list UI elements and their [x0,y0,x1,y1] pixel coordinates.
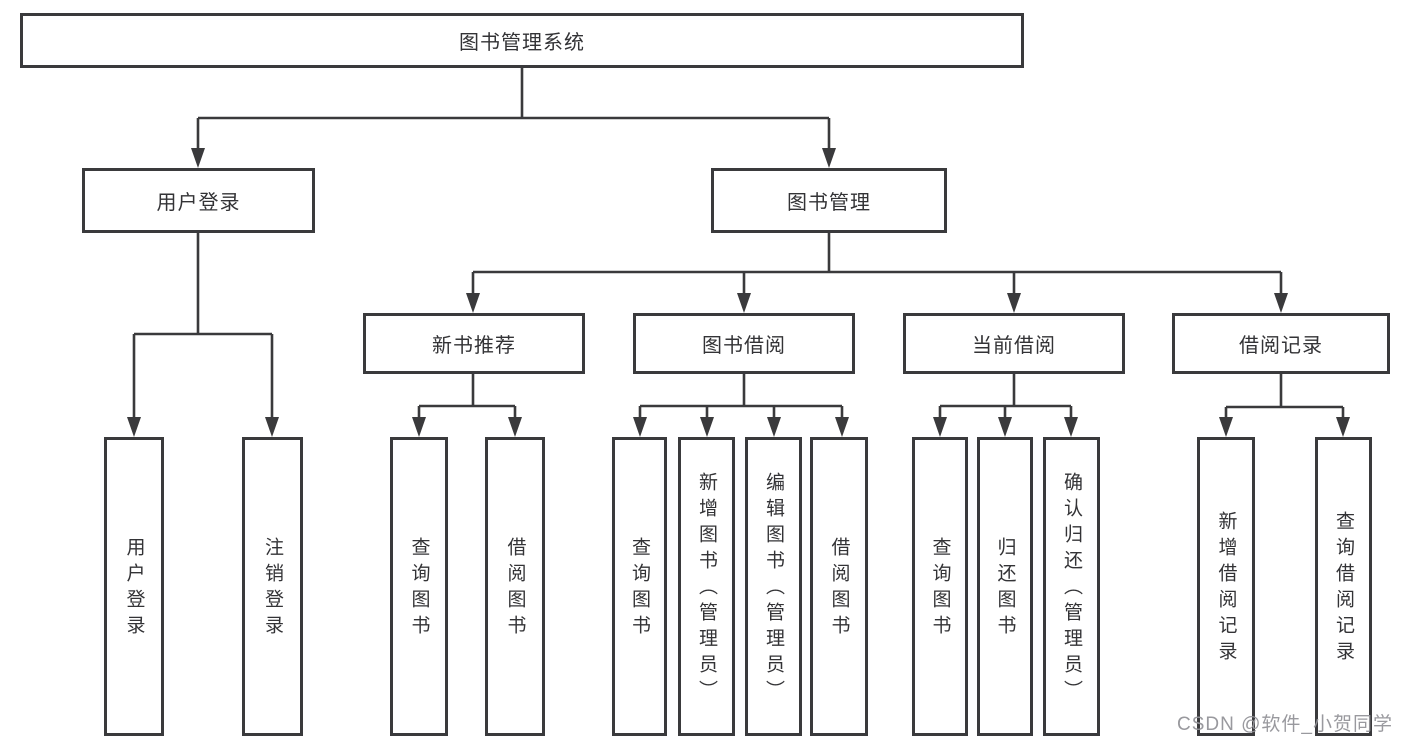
node-borrow-books: 借阅图书 [810,437,868,736]
node-book-borrowing: 图书借阅 [633,313,855,374]
node-return-books: 归还图书 [977,437,1033,736]
node-book-management-branch: 图书管理 [711,168,947,233]
node-add-books-admin: 新增图书（管理员） [678,437,735,736]
node-logout: 注销登录 [242,437,303,736]
node-current-borrowing: 当前借阅 [903,313,1125,374]
node-borrow-books-recommend: 借阅图书 [485,437,545,736]
node-edit-books-admin: 编辑图书（管理员） [745,437,802,736]
arrowhead-icons [127,148,1350,437]
node-query-books-borrow: 查询图书 [612,437,667,736]
node-new-book-recommend: 新书推荐 [363,313,585,374]
node-add-borrow-record: 新增借阅记录 [1197,437,1255,736]
node-user-login: 用户登录 [104,437,164,736]
node-user-login-branch: 用户登录 [82,168,315,233]
node-book-management-system: 图书管理系统 [20,13,1024,68]
node-query-books-recommend: 查询图书 [390,437,448,736]
node-borrowing-records: 借阅记录 [1172,313,1390,374]
node-query-books-current: 查询图书 [912,437,968,736]
csdn-watermark: CSDN @软件_小贺同学 [1177,714,1393,735]
node-query-borrow-record: 查询借阅记录 [1315,437,1372,736]
node-confirm-return-admin: 确认归还（管理员） [1043,437,1100,736]
